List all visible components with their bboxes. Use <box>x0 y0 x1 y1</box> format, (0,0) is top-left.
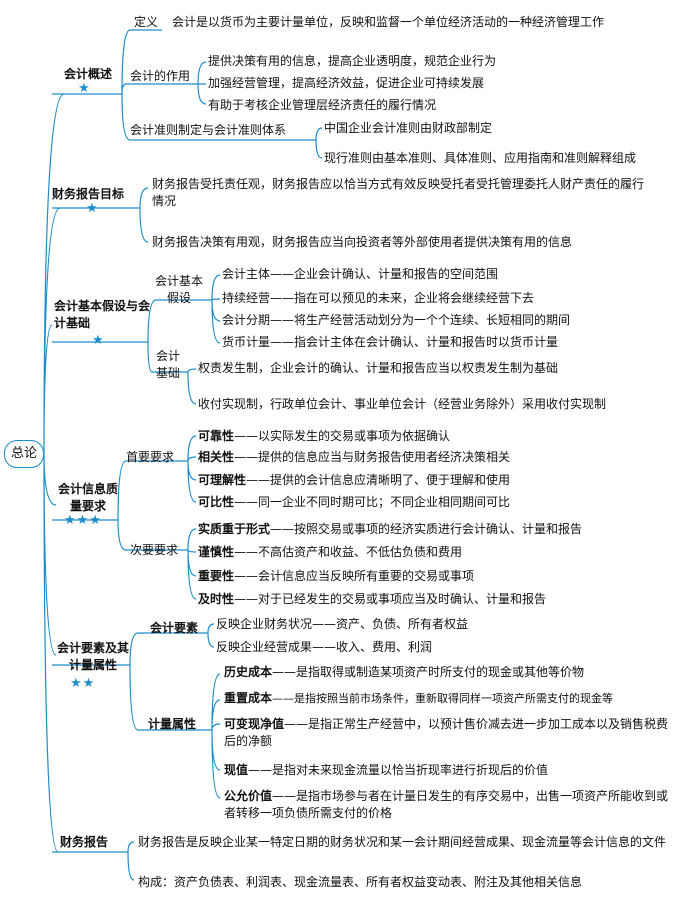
term-desc: ——将生产经营活动划分为一个个连续、长短相同的期间 <box>270 313 571 327</box>
term: 现值 <box>224 763 249 777</box>
star-icon: ★★ <box>70 676 96 691</box>
branch-label: 会计基础 <box>155 349 180 380</box>
term: 会计主体 <box>222 267 271 281</box>
term-desc: ——按照交易或事项的经济实质进行会计确认、计量和报告 <box>270 522 583 536</box>
term: 历史成本 <box>224 665 273 679</box>
leaf-text: 现行准则由基本准则、具体准则、应用指南和准则解释组成 <box>324 151 637 165</box>
term-desc: ——对于已经发生的交易或事项应当及时确认、计量和报告 <box>234 592 547 606</box>
branch-label: 定义 <box>134 15 159 29</box>
star-icon: ★★★ <box>64 513 102 528</box>
term: 相关性 <box>198 450 235 464</box>
term: 可变现净值 <box>224 717 285 731</box>
branch-label: 会计的作用 <box>130 69 191 83</box>
leaf-text: 构成：资产负债表、利润表、现金流量表、所有者权益变动表、附注及其他相关信息 <box>138 875 583 889</box>
leaf-text: 提供决策有用的信息，提高企业透明度，规范企业行为 <box>208 54 497 68</box>
root-node: 总论 <box>4 440 44 468</box>
term: 重要性 <box>198 569 235 583</box>
leaf-text: 中国企业会计准则由财政部制定 <box>324 121 493 135</box>
term: 重置成本 <box>224 691 273 705</box>
term-desc: ——企业会计确认、计量和报告的空间范围 <box>270 267 499 281</box>
term-desc: ——以实际发生的交易或事项为依据确认 <box>234 429 451 443</box>
branch-label: 次要要求 <box>130 543 179 557</box>
term: 可比性 <box>198 495 235 509</box>
section-title: 财务报告目标 <box>52 187 125 201</box>
star-icon: ★ <box>78 81 91 96</box>
term-desc: ——是指市场参与者在计量日发生的有序交易中，出售一项资产所能收到或者转移一项负债… <box>224 789 669 820</box>
leaf-text: 财务报告是反映企业某一特定日期的财务状况和某一会计期间经营成果、现金流量等会计信… <box>138 835 667 849</box>
star-icon: ★ <box>86 201 99 216</box>
section-title: 财务报告 <box>60 835 109 849</box>
term: 持续经营 <box>222 291 271 305</box>
term: 谨慎性 <box>198 545 235 559</box>
term: 可理解性 <box>198 473 247 487</box>
section-title: 会计概述 <box>64 67 113 81</box>
term-desc: ——是指取得或制造某项资产时所支付的现金或其他等价物 <box>272 665 585 679</box>
leaf-text: 反映企业经营成果——收入、费用、利润 <box>216 640 433 654</box>
branch-label: 计量属性 <box>148 717 197 731</box>
branch-label: 会计准则制定与会计准则体系 <box>130 123 287 137</box>
section-title: 会计要素及其计量属性 <box>56 641 129 672</box>
term: 可靠性 <box>198 429 235 443</box>
section-title: 会计信息质量要求 <box>57 482 118 513</box>
star-icon: ★ <box>92 333 105 348</box>
leaf-text: 反映企业财务状况——资产、负债、所有者权益 <box>216 617 469 631</box>
leaf-text: 财务报告受托责任观，财务报告应以恰当方式有效反映受托者受托管理委托人财产责任的履… <box>152 177 645 208</box>
leaf-text: 收付实现制，行政单位会计、事业单位会计（经营业务除外）采用收付实现制 <box>198 397 607 411</box>
term-desc: ——是指正常生产经营中，以预计售价减去进一步加工成本以及销售税费后的净额 <box>224 717 669 748</box>
term: 实质重于形式 <box>198 522 271 536</box>
leaf-text: 权责发生制，企业会计的确认、计量和报告应当以权责发生制为基础 <box>198 361 559 375</box>
branch-label: 会计基本假设 <box>154 274 203 305</box>
term-desc: ——提供的信息应当与财务报告使用者经济决策相关 <box>234 450 511 464</box>
term-desc: ——不高估资产和收益、不低估负债和费用 <box>234 545 463 559</box>
term-desc: ——是指对未来现金流量以恰当折现率进行折现后的价值 <box>248 763 549 777</box>
branch-label: 会计要素 <box>150 621 199 635</box>
term-desc: ——同一企业不同时期可比；不同企业相同期间可比 <box>234 495 511 509</box>
branch-label: 首要要求 <box>126 450 175 464</box>
leaf-text: 有助于考核企业管理层经济责任的履行情况 <box>208 98 437 112</box>
term: 货币计量 <box>222 335 271 349</box>
term-desc: ——是指按照当前市场条件，重新取得同样一项资产所需支付的现金等 <box>272 692 614 705</box>
term-desc: ——提供的会计信息应清晰明了、便于理解和使用 <box>246 473 511 487</box>
term: 会计分期 <box>222 313 271 327</box>
term-desc: ——指会计主体在会计确认、计量和报告时以货币计量 <box>270 335 559 349</box>
term: 公允价值 <box>224 789 273 803</box>
term-desc: ——指在可以预见的未来，企业将会继续经营下去 <box>270 291 535 305</box>
leaf-text: 加强经营管理，提高经济效益，促进企业可持续发展 <box>208 76 485 90</box>
leaf-text: 财务报告决策有用观，财务报告应当向投资者等外部使用者提供决策有用的信息 <box>152 235 573 249</box>
leaf-text: 会计是以货币为主要计量单位，反映和监督一个单位经济活动的一种经济管理工作 <box>172 15 605 29</box>
term-desc: ——会计信息应当反映所有重要的交易或事项 <box>234 569 475 583</box>
section-title: 会计基本假设与会计基础 <box>54 299 151 330</box>
term: 及时性 <box>198 592 235 606</box>
